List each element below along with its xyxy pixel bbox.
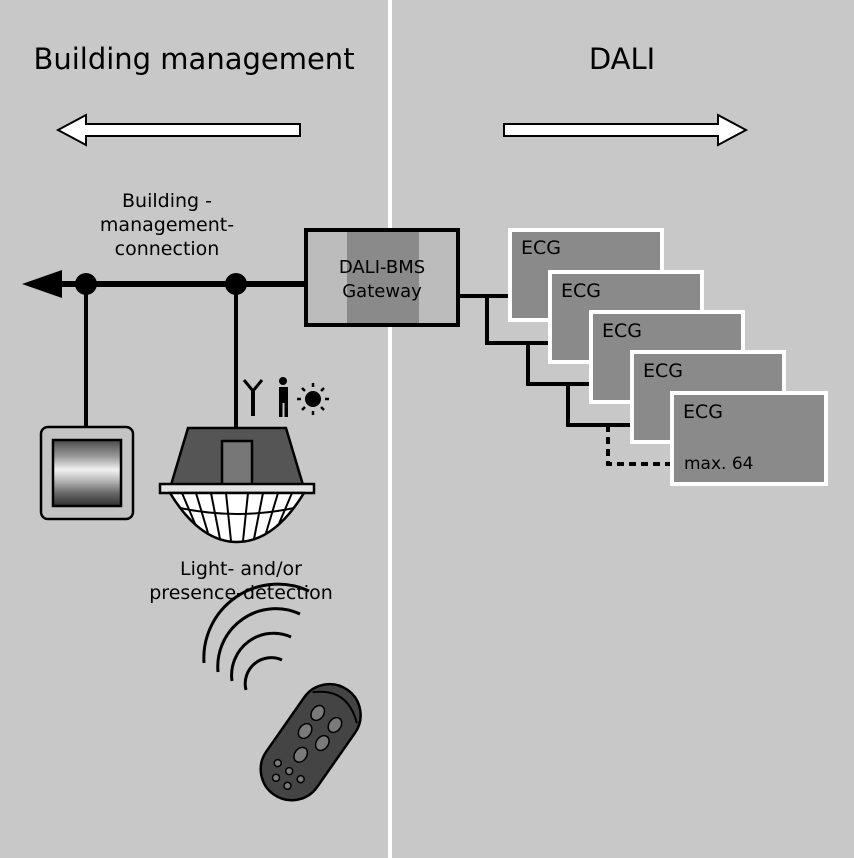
signal-waves-icon [202, 582, 310, 691]
bus-arrowhead-icon [22, 270, 62, 298]
antenna-icon [242, 379, 264, 416]
ecg-label: ECG [683, 401, 723, 423]
connection-label-line-3: connection [115, 238, 220, 260]
left-panel-title: Building management [33, 42, 354, 76]
arrow-left-icon [55, 113, 301, 147]
right-panel-title: DALI [589, 42, 655, 76]
wall-switch-icon [39, 425, 135, 521]
connection-label-line-1: Building - [122, 190, 212, 212]
arrow-right-icon [503, 113, 749, 147]
detector-label: Light- and/or presence-detection [149, 558, 333, 604]
dali-bus-lines [458, 294, 632, 427]
sun-icon [297, 383, 329, 415]
gateway-label-line-2: Gateway [342, 281, 422, 302]
remote-control-icon [259, 682, 362, 802]
dali-bus-continuation [606, 425, 672, 466]
max-units-label: max. 64 [684, 454, 753, 474]
ecg-label: ECG [561, 280, 601, 302]
connection-label-line-2: management- [100, 214, 234, 236]
connection-label: Building - management- connection [100, 190, 234, 260]
person-icon [279, 377, 288, 417]
ceiling-detector-icon [158, 426, 316, 544]
dali-bms-gateway: DALI-BMS Gateway [304, 228, 460, 327]
ecg-unit-5: ECG max. 64 [670, 391, 828, 486]
detector-label-line-1: Light- and/or [180, 558, 302, 580]
gateway-label-line-1: DALI-BMS [339, 257, 425, 278]
ecg-label: ECG [602, 320, 642, 342]
ecg-label: ECG [521, 237, 561, 259]
ecg-label: ECG [643, 360, 683, 382]
